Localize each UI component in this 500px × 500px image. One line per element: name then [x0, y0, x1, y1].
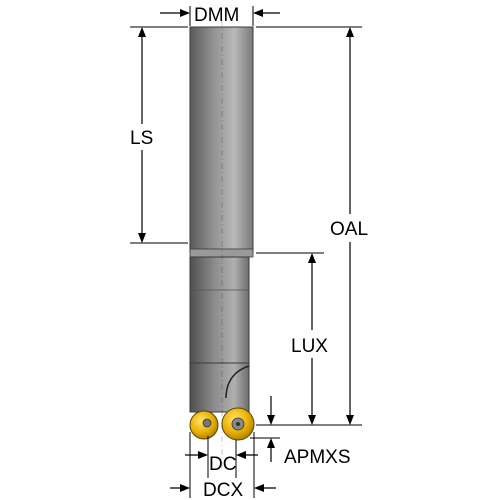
- right-insert-screw-center: [236, 422, 240, 426]
- tool-neck: [189, 256, 250, 364]
- lux-label: LUX: [291, 336, 328, 357]
- dmm-dimension: DMM: [160, 5, 280, 26]
- apmxs-dimension: APMXS: [250, 396, 351, 468]
- tool-shank: [189, 26, 254, 253]
- dcx-dimension: DCX: [170, 432, 276, 500]
- lux-dimension: LUX: [256, 252, 328, 425]
- oal-label: OAL: [330, 219, 368, 240]
- tool-transition-band: [189, 248, 254, 258]
- dmm-label: DMM: [194, 5, 239, 26]
- dcx-label: DCX: [203, 480, 243, 500]
- apmxs-label: APMXS: [284, 447, 351, 468]
- chip-flute: [225, 365, 250, 399]
- oal-dimension: OAL: [256, 26, 368, 426]
- ls-label: LS: [130, 128, 153, 149]
- dc-dimension: DC: [185, 436, 258, 478]
- ls-dimension: LS: [130, 26, 188, 244]
- dc-label: DC: [209, 454, 236, 475]
- end-mill-tool: [189, 20, 255, 470]
- left-insert-screw: [202, 418, 212, 428]
